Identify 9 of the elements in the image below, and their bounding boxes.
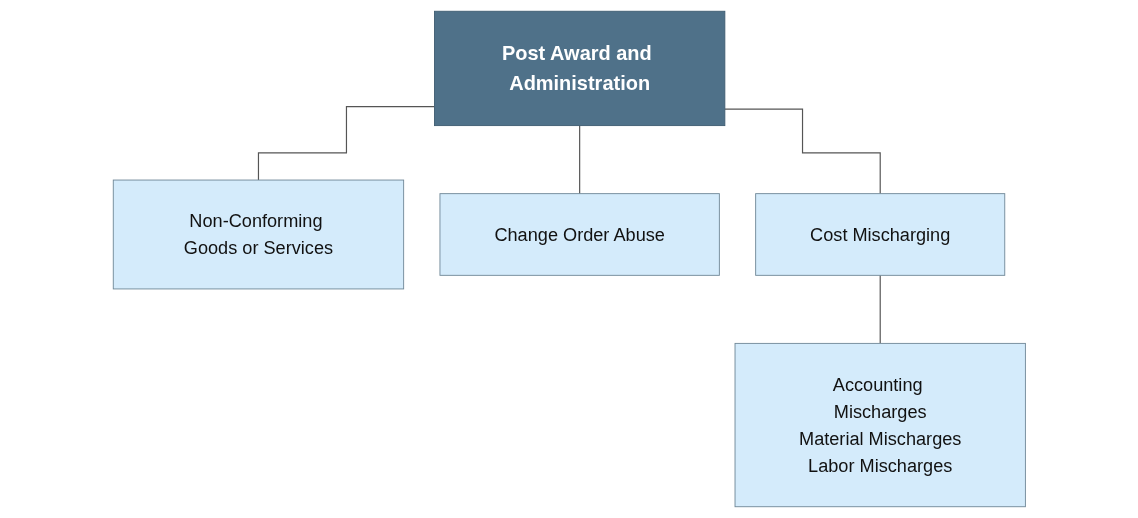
node-box: Non-Conforming Goods or Services	[112, 179, 404, 290]
node-box: Cost Mischarging	[754, 193, 1005, 276]
node-box: Accounting Mischarges Material Mischarges Labor Mischarges	[734, 342, 1026, 508]
connector	[257, 106, 435, 181]
node-box: Post Award and Administration	[433, 10, 725, 127]
connector	[578, 125, 580, 195]
connector	[879, 274, 881, 344]
node-box: Change Order Abuse	[439, 193, 720, 276]
connector	[723, 108, 881, 195]
